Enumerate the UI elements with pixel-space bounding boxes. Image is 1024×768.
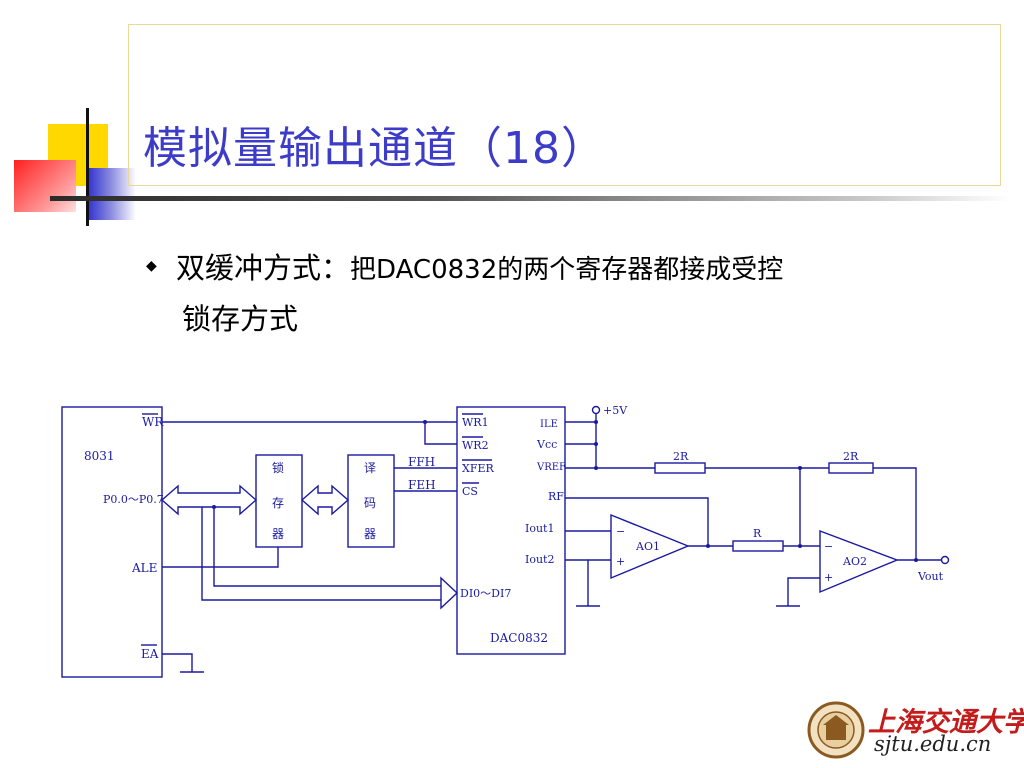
title-underline: [50, 196, 1010, 201]
dac-di-label: DI0～DI7: [460, 587, 511, 600]
university-seal-icon: [807, 701, 865, 759]
ao2-plus: +: [824, 571, 833, 584]
sjtu-logo: 上海交通大学 sjtu.edu.cn: [806, 700, 1024, 762]
ao2-label: AO2: [842, 555, 867, 568]
dac-name-label: DAC0832: [490, 631, 548, 645]
latch-char-3: 器: [272, 527, 284, 541]
mcu-name-label: 8031: [84, 449, 115, 463]
dac-iout1-label: Iout1: [525, 522, 554, 535]
bus-arrow-left: [160, 484, 258, 516]
mcu-port-label: P0.0～P0.7: [103, 493, 164, 506]
resistor-r: [732, 540, 784, 552]
ao2-minus: −: [824, 540, 833, 553]
dac-wr1-label: WR1: [462, 416, 489, 429]
decoder-char-1: 译: [364, 461, 376, 475]
bullet-text-line2: 锁存方式: [182, 302, 299, 336]
deco-blue-square: [86, 168, 136, 220]
dac-vcc-label: Vcc: [536, 438, 557, 451]
logo-name: 上海交通大学: [868, 707, 1024, 738]
resistor-2r-a: [654, 462, 706, 474]
mcu-ale-label: ALE: [131, 561, 157, 575]
opamp-ao2: [819, 529, 899, 594]
dac-ile-label: ILE: [540, 419, 558, 430]
supply-label: +5V: [603, 404, 628, 417]
vout-label: Vout: [917, 570, 944, 583]
resistor-2r-a-label: 2R: [673, 450, 689, 463]
mcu-8031-block: [61, 406, 163, 678]
resistor-2r-b-label: 2R: [843, 450, 859, 463]
decoder-char-2: 码: [364, 496, 376, 510]
mcu-wr-label: WR: [142, 415, 164, 429]
resistor-2r-b: [828, 462, 874, 474]
bus-arrow-mid: [300, 484, 350, 516]
deco-vertical-line: [86, 108, 89, 226]
title-frame: [128, 24, 1001, 186]
ao1-plus: +: [616, 555, 625, 568]
dac-rf-label: RF: [548, 490, 564, 503]
bullet-body-line1: 把DAC0832的两个寄存器都接成受控: [350, 255, 784, 285]
decoder-block: [347, 454, 395, 548]
bullet-text-line1: 双缓冲方式：把DAC0832的两个寄存器都接成受控: [176, 245, 783, 287]
mcu-ea-label: EA: [141, 647, 159, 661]
dac-wr2-label: WR2: [462, 439, 489, 452]
logo-url: sjtu.edu.cn: [874, 732, 992, 756]
latch-char-2: 存: [272, 496, 284, 510]
dac-iout2-label: Iout2: [525, 553, 554, 566]
diamond-bullet-icon: ◆: [146, 258, 157, 274]
dac-vref-label: VREF: [536, 462, 566, 473]
latch-char-1: 锁: [272, 460, 284, 475]
ao1-minus: −: [616, 525, 625, 538]
decoder-char-3: 器: [364, 527, 376, 541]
resistor-r-label: R: [753, 527, 762, 540]
decoder-out-ffh: FFH: [408, 455, 435, 469]
bullet-heading: 双缓冲方式：: [176, 251, 351, 285]
latch-block: [255, 454, 303, 548]
decoder-out-feh: FEH: [408, 478, 436, 492]
opamp-ao1: [610, 513, 690, 580]
deco-red-square: [14, 160, 76, 212]
dac-xfer-label: XFER: [462, 462, 494, 475]
slide-title: 模拟量输出通道（18）: [143, 123, 606, 174]
ao1-label: AO1: [635, 540, 660, 553]
dac-cs-label: CS: [462, 485, 478, 498]
